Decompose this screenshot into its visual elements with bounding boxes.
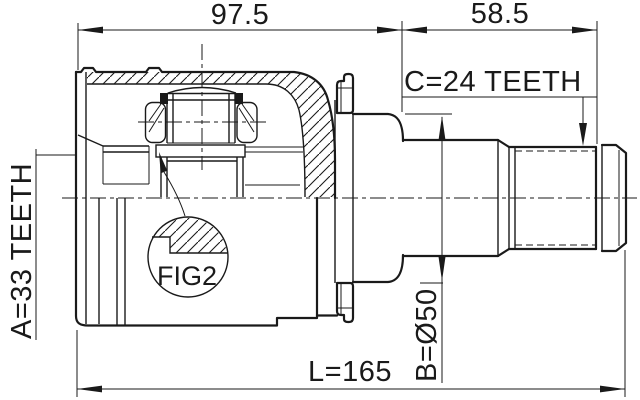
label-c-24-teeth-text: C=24 TEETH [404, 66, 582, 98]
centerlines [62, 44, 637, 199]
dim-97-5: 97.5 [77, 0, 403, 112]
retainer-block-right [235, 93, 243, 104]
fig2-balloon-circle [147, 216, 229, 298]
dim-l-165: L=165 [76, 250, 626, 397]
dim-b-diameter: B=Ø50 [405, 113, 452, 383]
label-a-33-teeth: A=33 TEETH [6, 149, 76, 340]
bearing-roller-left [144, 101, 167, 144]
dim-b-diameter-text: B=Ø50 [411, 288, 443, 382]
fig2-balloon-text: FIG2 [157, 261, 217, 291]
shaft [351, 112, 628, 284]
dim-l-165-text: L=165 [308, 356, 392, 388]
retainer-block-left [160, 93, 168, 104]
tripod-bearing [144, 86, 258, 197]
bearing-roller-right [236, 101, 258, 144]
dim-58-5: 58.5 [402, 0, 598, 144]
boot-clamp-top [335, 72, 355, 115]
fig2-callout: FIG2 [147, 152, 229, 298]
label-a-33-teeth-text: A=33 TEETH [6, 163, 38, 339]
bore-splines [77, 134, 303, 186]
boot-clamp-bottom [335, 281, 355, 324]
thrust-washer [155, 144, 246, 158]
label-c-24-teeth: C=24 TEETH [402, 66, 597, 146]
dim-97-5-text: 97.5 [211, 0, 269, 31]
housing-section-hatch [87, 72, 335, 197]
shaft-splines [507, 145, 598, 251]
dim-58-5-text: 58.5 [471, 0, 529, 30]
housing [74, 66, 339, 327]
